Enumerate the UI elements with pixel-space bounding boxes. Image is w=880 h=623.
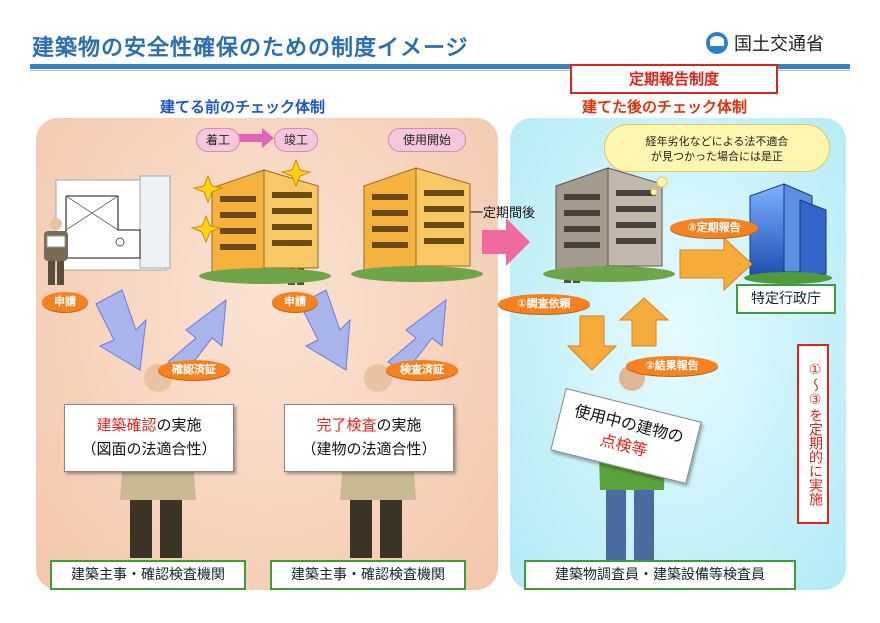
ministry-name: 国土交通省 <box>734 34 824 55</box>
apply-label-2: 申請 <box>272 292 318 312</box>
apply-arrow-2 <box>299 289 351 371</box>
board2-rest: の実施 <box>376 416 422 434</box>
apply-arrow-1 <box>95 289 147 371</box>
page-title: 建築物の安全性確保のための制度イメージ <box>32 36 469 61</box>
board1-sub: （図面の法適合性） <box>81 440 217 458</box>
periodic-report-system-box: 定期報告制度 <box>570 64 778 94</box>
inspector-box: 建築物調査員・建築設備等検査員 <box>524 560 796 590</box>
government-building-icon <box>744 183 832 284</box>
result-report-label: ②結果報告 <box>626 356 718 376</box>
ministry-logo-icon <box>706 32 728 54</box>
board2-highlight: 完了検査 <box>316 416 377 434</box>
title-underline <box>30 64 850 69</box>
completion-pill: 竣工 <box>274 128 318 152</box>
building-in-use-icon <box>351 167 483 282</box>
board2-sub: （建物の法適合性） <box>301 440 437 458</box>
result-arrow <box>618 297 670 347</box>
building-official-box-1: 建築主事・確認検査機関 <box>50 560 246 590</box>
board1-highlight: 建築確認 <box>96 416 157 434</box>
correction-note-cloud: 経年劣化などによる法不適合 が見つかった場合には是正 <box>604 124 830 172</box>
periodic-after-label: 一定期間後 <box>470 206 536 221</box>
building-construction-icon <box>190 158 331 284</box>
confirm-certificate-label: 確認済証 <box>158 360 230 380</box>
inspection-certificate-label: 検査済証 <box>386 360 458 380</box>
survey-request-label: ①調査依頼 <box>498 294 590 314</box>
cloud-line-1: 経年劣化などによる法不適合 <box>645 135 789 148</box>
start-to-finish-arrow <box>238 128 274 148</box>
apply-label-1: 申請 <box>42 292 88 312</box>
start-use-pill: 使用開始 <box>388 128 466 152</box>
title-underline-thin <box>30 70 850 71</box>
designated-administrative-agency-box: 特定行政庁 <box>736 284 836 314</box>
applicant-person-icon <box>44 218 68 285</box>
cloud-line-2: が見つかった場合には是正 <box>651 150 783 163</box>
aged-building-icon <box>543 167 675 282</box>
building-confirmation-board: 建築確認の実施 （図面の法適合性） <box>64 404 234 472</box>
periodic-execution-note: ①～③を定期的に実施 <box>797 344 829 524</box>
completion-inspection-board: 完了検査の実施 （建物の法適合性） <box>284 404 454 472</box>
building-official-box-2: 建築主事・確認検査機関 <box>270 560 466 590</box>
periodic-report-label: ③定期報告 <box>670 218 758 238</box>
before-check-heading: 建てる前のチェック体制 <box>160 98 326 116</box>
request-arrow <box>566 315 618 371</box>
blueprint-icon <box>55 175 171 271</box>
ministry-logo: 国土交通省 <box>706 30 824 56</box>
start-construction-pill: 着工 <box>196 128 240 152</box>
report-arrow <box>679 236 753 292</box>
after-check-heading: 建てた後のチェック体制 <box>582 98 748 116</box>
periodic-arrow <box>482 218 530 266</box>
board1-rest: の実施 <box>156 416 202 434</box>
